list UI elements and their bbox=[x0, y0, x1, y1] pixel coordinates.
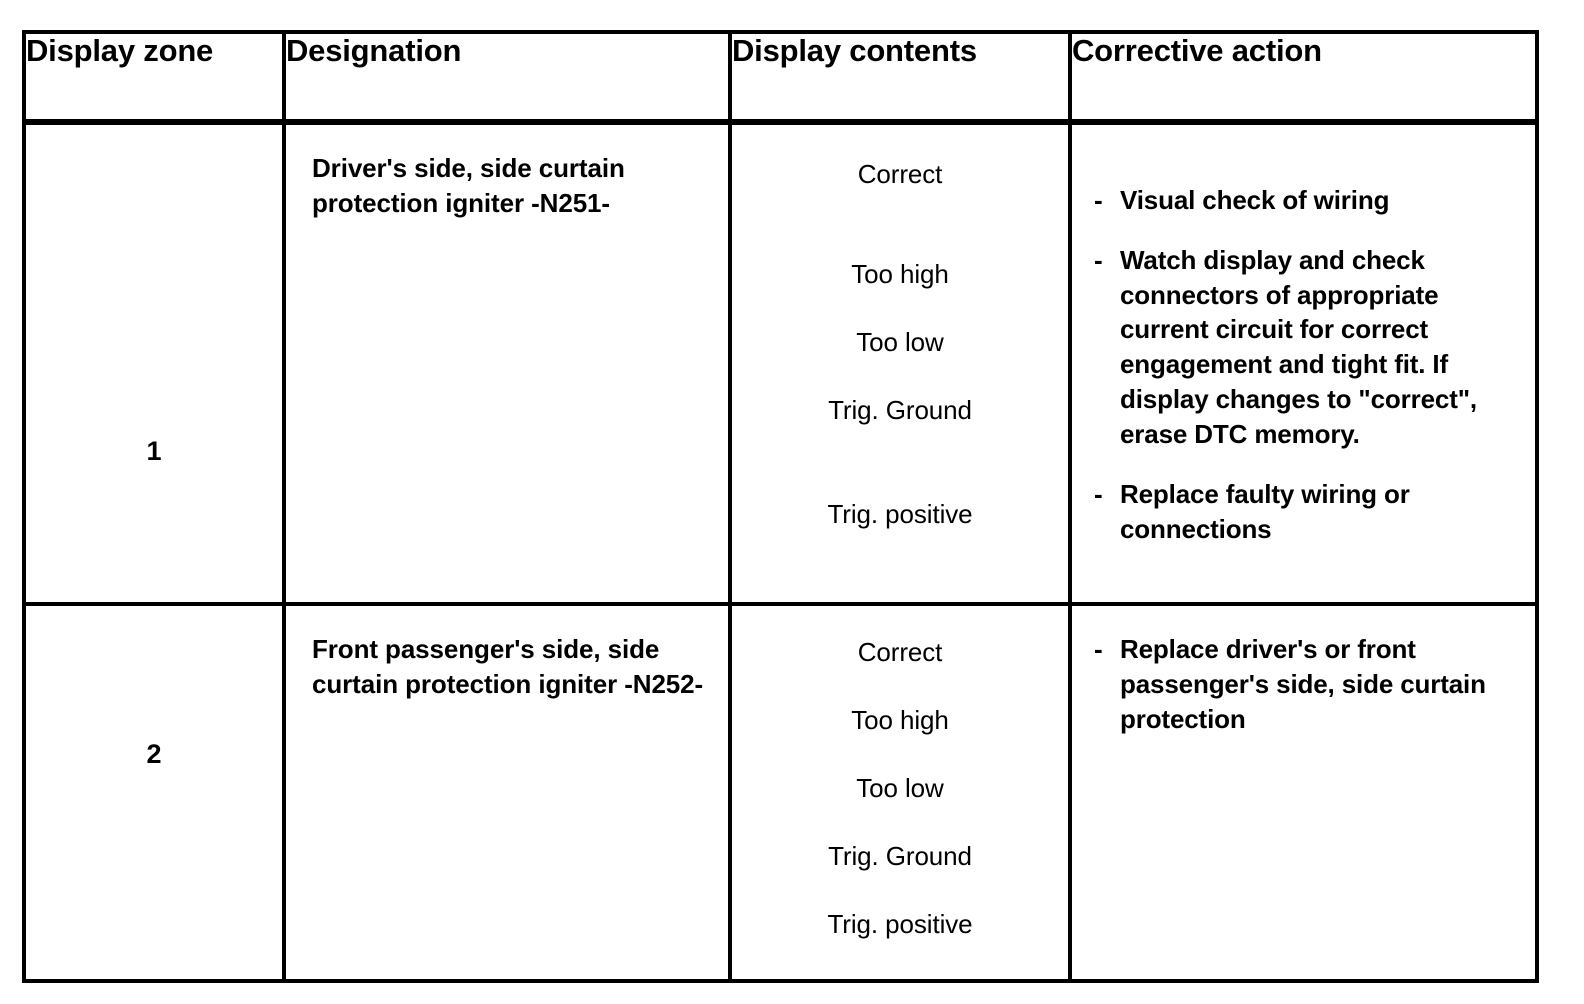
bullet-dash-icon: - bbox=[1094, 185, 1103, 215]
display-content-item: Correct bbox=[857, 159, 943, 189]
display-content-item: Trig. Ground bbox=[828, 395, 972, 425]
corrective-action-list: - Visual check of wiring - Watch display… bbox=[1072, 125, 1535, 546]
bullet-dash-icon: - bbox=[1094, 478, 1103, 509]
corrective-action-item: - Replace faulty wiring or connections bbox=[1094, 477, 1517, 547]
designation-text: Driver's side, side curtain protection i… bbox=[312, 153, 625, 219]
corrective-action-text: Replace driver's or front passenger's si… bbox=[1120, 634, 1486, 734]
zone-number: 1 bbox=[146, 436, 162, 466]
display-content-item: Too low bbox=[856, 327, 944, 357]
display-content-item: Too high bbox=[851, 259, 949, 289]
column-header-display-contents: Display contents bbox=[728, 30, 1072, 125]
zone-number: 2 bbox=[146, 739, 162, 769]
column-header-corrective-action: Corrective action bbox=[1068, 30, 1539, 125]
column-header-display-zone: Display zone bbox=[22, 30, 286, 125]
diagnostic-table: Display zone Designation Display content… bbox=[22, 30, 1539, 983]
bullet-dash-icon: - bbox=[1094, 244, 1103, 275]
cell-designation: Driver's side, side curtain protection i… bbox=[282, 120, 732, 606]
cell-display-contents: Correct Too high Too low Trig. Ground Tr… bbox=[728, 120, 1072, 606]
table-header-row: Display zone Designation Display content… bbox=[22, 30, 1539, 125]
corrective-action-list: - Replace driver's or front passenger's … bbox=[1072, 606, 1535, 736]
display-content-item: Trig. positive bbox=[827, 499, 973, 529]
display-content-item: Trig. Ground bbox=[828, 841, 972, 871]
designation-text: Front passenger's side, side curtain pro… bbox=[312, 634, 704, 700]
display-content-item: Correct bbox=[857, 637, 943, 667]
corrective-action-item: - Visual check of wiring bbox=[1094, 183, 1517, 218]
cell-display-contents: Correct Too high Too low Trig. Ground Tr… bbox=[728, 602, 1072, 983]
corrective-action-text: Replace faulty wiring or connections bbox=[1120, 478, 1410, 544]
display-content-item: Too low bbox=[856, 773, 944, 803]
cell-display-zone: 2 bbox=[22, 602, 286, 983]
corrective-action-item: - Replace driver's or front passenger's … bbox=[1094, 632, 1517, 736]
cell-corrective-action: - Visual check of wiring - Watch display… bbox=[1068, 120, 1539, 606]
cell-designation: Front passenger's side, side curtain pro… bbox=[282, 602, 732, 983]
corrective-action-text: Visual check of wiring bbox=[1120, 185, 1390, 215]
table-row: 1 Driver's side, side curtain protection… bbox=[22, 120, 1539, 606]
display-content-item: Too high bbox=[851, 705, 949, 735]
column-header-designation: Designation bbox=[282, 30, 732, 125]
table-row: 2 Front passenger's side, side curtain p… bbox=[22, 602, 1539, 983]
cell-display-zone: 1 bbox=[22, 120, 286, 606]
cell-corrective-action: - Replace driver's or front passenger's … bbox=[1068, 602, 1539, 983]
bullet-dash-icon: - bbox=[1094, 634, 1103, 664]
display-content-item: Trig. positive bbox=[827, 909, 973, 939]
corrective-action-item: - Watch display and check connectors of … bbox=[1094, 243, 1517, 452]
corrective-action-text: Watch display and check connectors of ap… bbox=[1120, 244, 1477, 449]
